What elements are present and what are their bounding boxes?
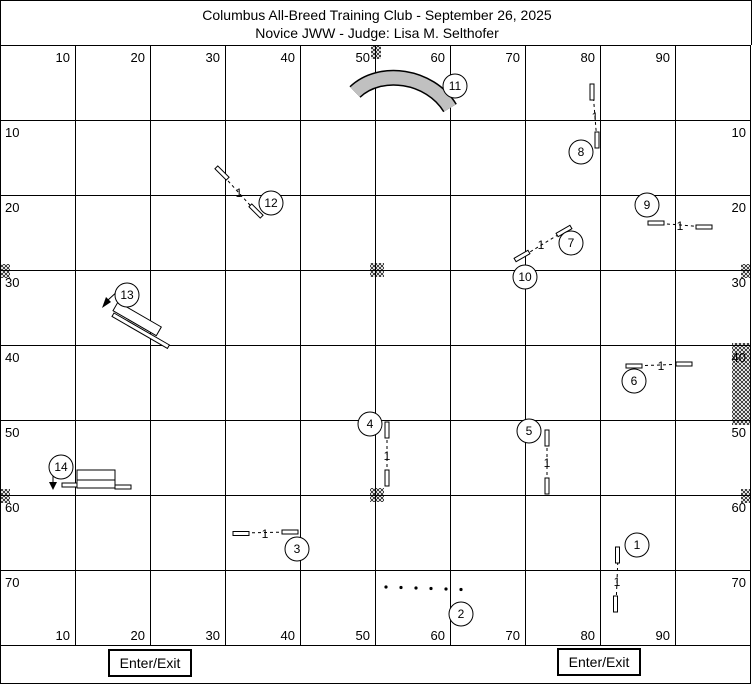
ruler-left-label: 60 xyxy=(5,500,19,515)
number-marker-10: 10 xyxy=(512,264,538,290)
bar-label: 1 xyxy=(658,359,665,373)
enter-exit-right-button[interactable]: Enter/Exit xyxy=(557,648,641,676)
svg-text:5: 5 xyxy=(526,424,533,438)
number-marker-4: 4 xyxy=(357,411,383,437)
number-marker-14: 14 xyxy=(48,454,74,480)
jump-7[interactable] xyxy=(513,224,573,263)
ruler-right-label: 50 xyxy=(732,425,746,440)
number-marker-8: 8 xyxy=(568,139,594,165)
svg-text:14: 14 xyxy=(54,460,68,474)
ring-marker xyxy=(741,489,751,503)
svg-text:12: 12 xyxy=(264,196,278,210)
ruler-left-label: 30 xyxy=(5,275,19,290)
ruler-right-label: 20 xyxy=(732,200,746,215)
ruler-bottom-label: 60 xyxy=(431,628,445,643)
jump-3[interactable] xyxy=(232,529,299,536)
number-marker-2: 2 xyxy=(448,601,474,627)
ruler-bottom-label: 80 xyxy=(581,628,595,643)
ruler-left-label: 10 xyxy=(5,125,19,140)
ring-gate xyxy=(732,343,751,425)
ruler-bottom-label: 50 xyxy=(356,628,370,643)
svg-text:9: 9 xyxy=(644,198,651,212)
ruler-right-label: 70 xyxy=(732,575,746,590)
number-marker-13: 13 xyxy=(114,282,140,308)
bar-label: 1 xyxy=(384,449,391,463)
svg-text:11: 11 xyxy=(449,79,462,93)
ruler-top-label: 30 xyxy=(206,50,220,65)
course-subtitle: Novice JWW - Judge: Lisa M. Selthofer xyxy=(255,25,499,41)
bar-label: 1 xyxy=(538,238,545,252)
bar-label: 1 xyxy=(544,456,551,470)
ruler-right-label: 10 xyxy=(732,125,746,140)
weave-poles[interactable] xyxy=(384,585,463,592)
ruler-bottom-label: 30 xyxy=(206,628,220,643)
number-marker-5: 5 xyxy=(516,418,542,444)
svg-text:10: 10 xyxy=(518,270,532,284)
bar-label: 1 xyxy=(262,527,269,541)
ruler-top-label: 10 xyxy=(56,50,70,65)
number-marker-11: 11 xyxy=(442,73,468,99)
bar-label: 1 xyxy=(614,575,621,589)
jump-12[interactable] xyxy=(214,165,264,219)
ruler-top-label: 60 xyxy=(431,50,445,65)
ruler-bottom-label: 10 xyxy=(56,628,70,643)
ring-marker xyxy=(371,45,381,59)
tire-obstacle[interactable] xyxy=(102,288,171,350)
svg-text:4: 4 xyxy=(367,417,374,431)
jump-6[interactable] xyxy=(625,361,693,369)
number-marker-6: 6 xyxy=(621,368,647,394)
svg-text:13: 13 xyxy=(120,288,134,302)
ring-marker xyxy=(0,264,10,278)
ruler-left-label: 20 xyxy=(5,200,19,215)
number-marker-1: 1 xyxy=(624,532,650,558)
ring-marker xyxy=(741,264,751,278)
ruler-top-label: 80 xyxy=(581,50,595,65)
ruler-bottom-label: 20 xyxy=(131,628,145,643)
number-marker-7: 7 xyxy=(558,230,584,256)
ruler-top-label: 70 xyxy=(506,50,520,65)
ruler-left-label: 70 xyxy=(5,575,19,590)
ruler-top-label: 20 xyxy=(131,50,145,65)
ruler-bottom-label: 70 xyxy=(506,628,520,643)
ruler-top-label: 90 xyxy=(656,50,670,65)
ruler-bottom-label: 40 xyxy=(281,628,295,643)
ruler-left-label: 50 xyxy=(5,425,19,440)
bar-label: 1 xyxy=(677,219,684,233)
ruler-top-label: 50 xyxy=(356,50,370,65)
bar-label: 1 xyxy=(592,110,599,124)
svg-text:3: 3 xyxy=(294,542,301,556)
double-jump[interactable] xyxy=(49,469,132,490)
ring-markers xyxy=(0,45,751,503)
course-title: Columbus All-Breed Training Club - Septe… xyxy=(202,7,552,23)
ruler-bottom-label: 90 xyxy=(656,628,670,643)
jump-5[interactable] xyxy=(544,429,550,495)
tunnel-obstacle[interactable] xyxy=(349,69,457,113)
svg-text:8: 8 xyxy=(578,145,585,159)
ruler-top-label: 40 xyxy=(281,50,295,65)
svg-text:1: 1 xyxy=(634,538,641,552)
ruler-left-label: 40 xyxy=(5,350,19,365)
jump-4[interactable] xyxy=(384,421,390,487)
number-marker-12: 12 xyxy=(258,190,284,216)
ruler-right-label: 60 xyxy=(732,500,746,515)
jump-1[interactable] xyxy=(613,546,620,613)
number-marker-3: 3 xyxy=(284,536,310,562)
ruler-right-label: 30 xyxy=(732,275,746,290)
jump-8[interactable] xyxy=(589,83,600,149)
svg-text:2: 2 xyxy=(458,607,465,621)
svg-text:6: 6 xyxy=(631,374,638,388)
svg-text:7: 7 xyxy=(568,236,575,250)
bar-label: 1 xyxy=(236,186,243,200)
jump-9[interactable] xyxy=(647,220,713,230)
ring-marker xyxy=(0,489,10,503)
enter-exit-left-button[interactable]: Enter/Exit xyxy=(108,649,192,677)
ring-marker xyxy=(370,488,384,502)
number-marker-9: 9 xyxy=(634,192,660,218)
ring-marker xyxy=(370,263,384,277)
course-header: Columbus All-Breed Training Club - Septe… xyxy=(0,0,752,45)
